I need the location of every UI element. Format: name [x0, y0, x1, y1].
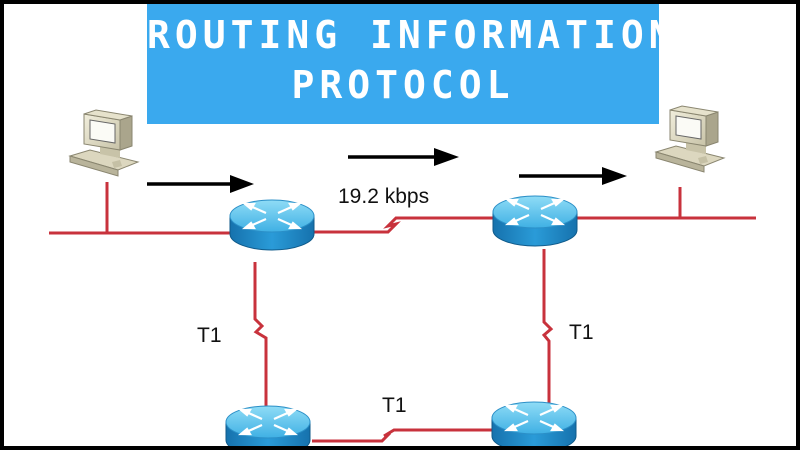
computer-icon — [69, 109, 139, 177]
arrow-right-icon — [519, 167, 627, 185]
t1-link-left — [253, 262, 268, 416]
arrow-right-icon — [147, 175, 254, 193]
t1-link-bottom — [312, 428, 492, 443]
network-diagram: 19.2 kbps T1 T1 T1 — [49, 105, 756, 446]
computer-icon — [655, 105, 725, 173]
router-icon — [490, 400, 578, 446]
router-icon — [491, 194, 579, 248]
router-icon — [228, 198, 316, 252]
title-banner: ROUTING INFORMATION PROTOCOL — [147, 4, 677, 124]
arrow-right-icon — [348, 148, 459, 166]
link-label-left: T1 — [197, 324, 222, 347]
link-label-right: T1 — [569, 321, 594, 344]
t1-link-right — [541, 249, 554, 418]
link-label-bottom: T1 — [382, 394, 407, 417]
title-line-2: PROTOCOL — [291, 63, 515, 107]
serial-link-top — [314, 216, 494, 234]
link-label-top: 19.2 kbps — [338, 185, 429, 208]
network-links — [49, 182, 756, 443]
router-icon — [224, 404, 312, 446]
title-line-1: ROUTING INFORMATION — [147, 13, 677, 57]
traffic-arrows — [147, 148, 627, 193]
